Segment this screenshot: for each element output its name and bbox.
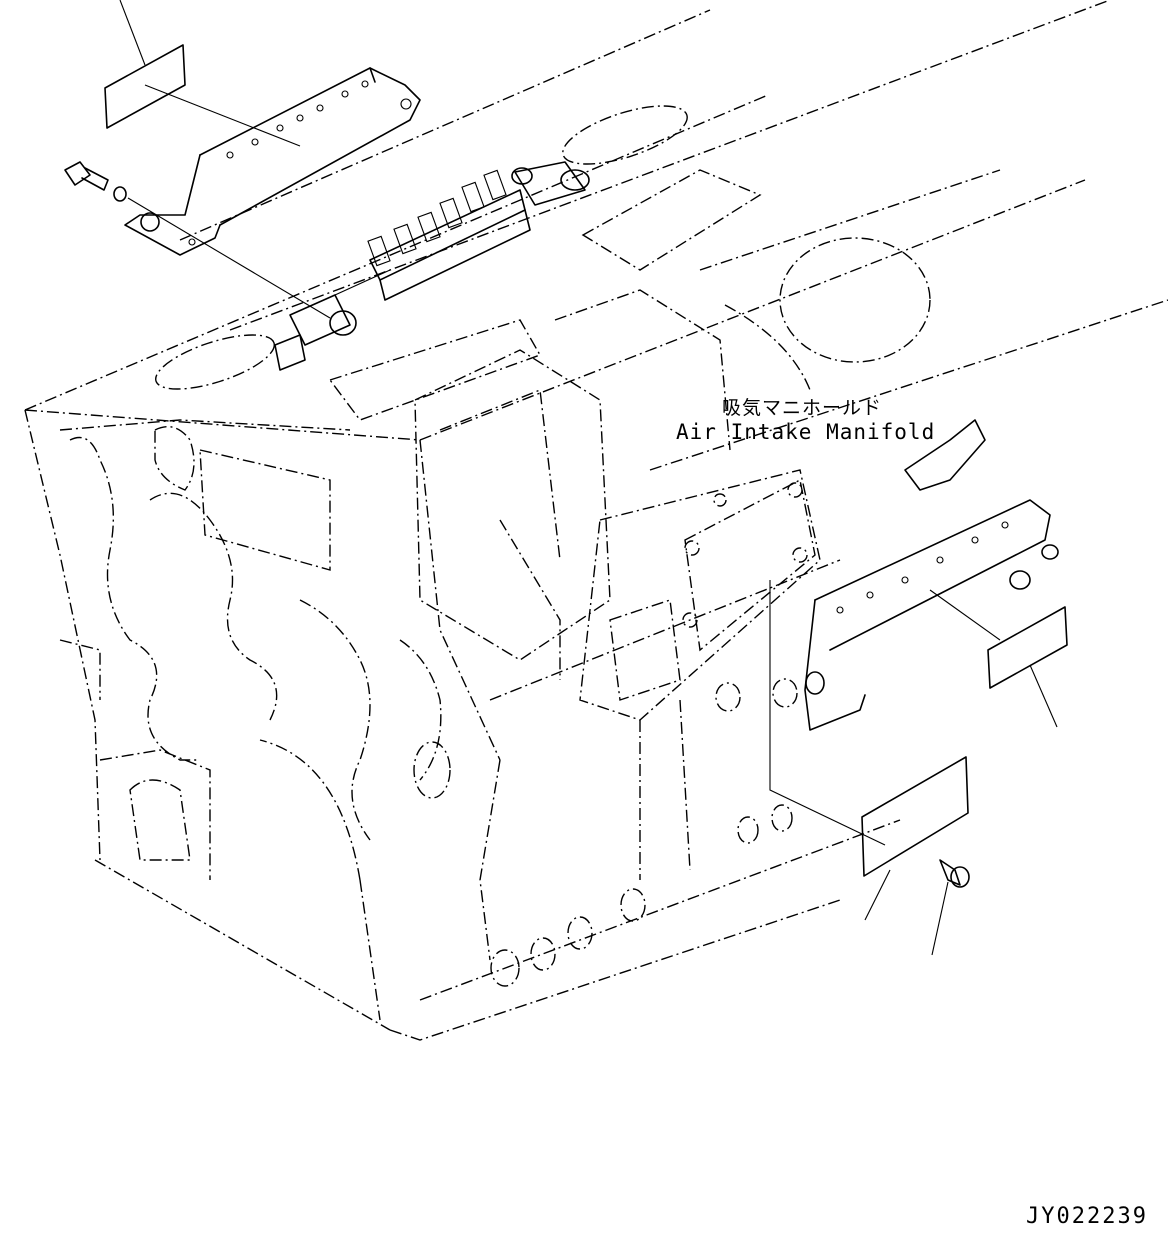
engine-block bbox=[24, 0, 1168, 1041]
rivet-lower bbox=[931, 859, 970, 956]
name-plate-right bbox=[987, 606, 1068, 728]
washer-upper bbox=[113, 186, 127, 202]
leader-bolt bbox=[127, 197, 331, 319]
part-label-jp: 吸気マニホールド bbox=[722, 397, 883, 419]
drawing-id: JY022239 bbox=[1026, 1204, 1148, 1229]
bracket-right bbox=[804, 419, 1059, 731]
name-plate-upper-left bbox=[104, 0, 301, 147]
name-plate-lower bbox=[769, 580, 969, 921]
bolt-upper bbox=[64, 161, 109, 191]
bracket-upper bbox=[124, 67, 421, 256]
part-label-en: Air Intake Manifold bbox=[676, 420, 936, 444]
fuel-rail bbox=[274, 161, 590, 371]
